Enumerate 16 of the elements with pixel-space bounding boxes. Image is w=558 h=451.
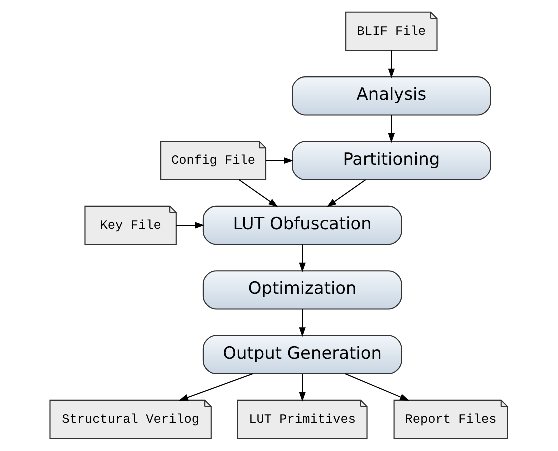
arrow	[299, 244, 306, 272]
node-box: Analysis	[292, 76, 492, 116]
node-box: Optimization	[202, 270, 402, 310]
node-box: LUT Obfuscation	[202, 206, 402, 246]
node-box: Output Generation	[202, 335, 402, 374]
arrow	[345, 374, 410, 402]
arrow	[326, 180, 366, 208]
arrow	[299, 374, 306, 402]
node-box: Partitioning	[292, 141, 492, 180]
arrow	[238, 180, 278, 208]
arrow	[176, 222, 205, 229]
arrow	[266, 157, 294, 164]
arrow	[388, 50, 395, 78]
arrow	[299, 309, 306, 338]
arrow	[178, 374, 254, 401]
arrow	[388, 115, 395, 144]
